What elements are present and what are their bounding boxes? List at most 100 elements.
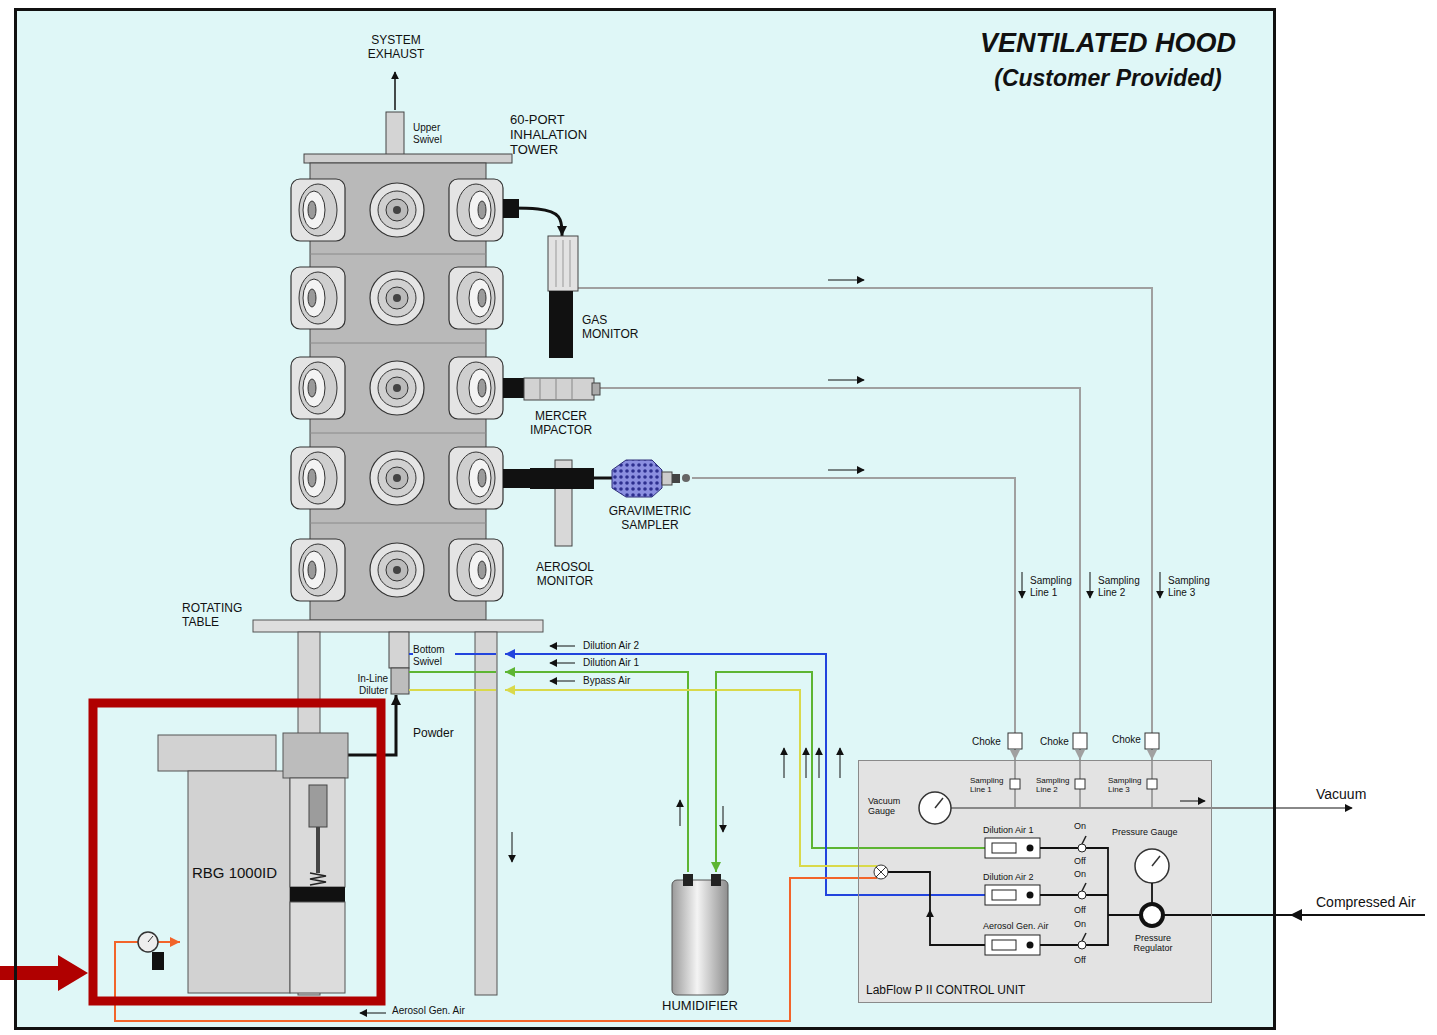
text-holder: (Customer Provided) bbox=[994, 65, 1221, 91]
label-text: Dilution Air 1 bbox=[983, 825, 1034, 835]
label-text: Bottom Swivel bbox=[413, 644, 455, 667]
sampling-valve bbox=[1147, 779, 1157, 789]
edge-label: Dilution Air 2 bbox=[583, 641, 639, 652]
humidifier-port bbox=[711, 874, 721, 886]
flow-arrow bbox=[680, 800, 681, 826]
flow-arrow bbox=[723, 806, 724, 832]
edge-label-holder: Powder bbox=[413, 727, 454, 741]
side-port bbox=[291, 447, 345, 509]
label-holder: Vacuum Gauge bbox=[868, 796, 908, 817]
gauge-needle bbox=[148, 936, 153, 942]
label-text: Aerosol Gen. Air bbox=[983, 921, 1049, 931]
dilution-air-2-pipe bbox=[858, 894, 985, 896]
label-text: Pressure Regulator bbox=[1125, 933, 1181, 954]
toggle-lever bbox=[1082, 933, 1086, 941]
bottom-swivel bbox=[389, 632, 409, 668]
inhalation-tower: 60-PORT INHALATION TOWER bbox=[290, 155, 505, 695]
center-port bbox=[370, 271, 424, 325]
vacuum-line bbox=[951, 807, 1352, 809]
label-holder: In-Line Diluter bbox=[344, 673, 388, 696]
control-unit-panel bbox=[858, 760, 1212, 1003]
flow-arrow bbox=[1090, 572, 1091, 598]
label-text: In-Line Diluter bbox=[344, 673, 388, 696]
aerosol-air-pipe bbox=[888, 872, 985, 945]
flow-arrow bbox=[828, 380, 864, 381]
gas-monitor-head bbox=[548, 236, 578, 291]
flow-arrow bbox=[1160, 572, 1161, 598]
flowmeter-window bbox=[992, 843, 1016, 853]
label-text: Sampling Line 3 bbox=[1108, 776, 1146, 794]
in-line-diluter bbox=[391, 668, 409, 694]
gas-monitor-body bbox=[549, 291, 573, 358]
label-holder: Sampling Line 2 bbox=[1036, 776, 1074, 794]
toggle-switch bbox=[1078, 844, 1086, 852]
bypass-air-pipe bbox=[409, 689, 496, 691]
label-holder: On bbox=[1074, 821, 1086, 831]
humidifier: HUMIDIFIER bbox=[672, 872, 728, 995]
rotating-table bbox=[253, 620, 543, 632]
feed-spring bbox=[310, 873, 326, 885]
label-text: Choke bbox=[972, 736, 1001, 748]
impactor-outlet bbox=[592, 383, 600, 395]
impactor-stage bbox=[556, 378, 557, 400]
supply-pipe bbox=[1040, 944, 1108, 946]
label-holder: SYSTEM EXHAUST bbox=[356, 34, 436, 62]
flowmeter-window bbox=[992, 940, 1016, 950]
side-port bbox=[291, 267, 345, 329]
label-text: On bbox=[1074, 919, 1086, 929]
label-text: On bbox=[1074, 821, 1086, 831]
text-holder: MERCER IMPACTOR bbox=[519, 410, 603, 438]
connector bbox=[600, 388, 1080, 760]
text-holder: GAS MONITOR bbox=[582, 314, 648, 342]
gauge-needle bbox=[935, 798, 943, 808]
label-holder: Compressed Air bbox=[1316, 894, 1416, 910]
label-text: Off bbox=[1074, 905, 1086, 915]
sampling-valve bbox=[1010, 779, 1020, 789]
choke bbox=[1145, 733, 1159, 749]
label-text: ROTATING TABLE bbox=[182, 602, 262, 630]
label-text: Choke bbox=[1112, 734, 1141, 746]
generator-motor bbox=[158, 735, 276, 771]
label-holder: Vacuum bbox=[1316, 786, 1366, 802]
pressure-gauge bbox=[1135, 849, 1169, 883]
label-text: Vacuum Gauge bbox=[868, 796, 908, 817]
label-holder: On bbox=[1074, 869, 1086, 879]
tower-seam bbox=[310, 343, 486, 344]
exhaust-arrow bbox=[394, 72, 396, 110]
label-holder: Bottom Swivel bbox=[413, 644, 455, 667]
toggle-lever bbox=[1082, 836, 1086, 844]
inlet-gauge bbox=[138, 932, 158, 952]
node-text: VENTILATED HOOD bbox=[980, 28, 1236, 59]
side-port bbox=[291, 179, 345, 241]
filter-fitting bbox=[662, 472, 672, 485]
flow-arrow bbox=[840, 748, 841, 778]
vacuum-gauge bbox=[919, 792, 951, 824]
text-holder: RBG 1000ID bbox=[192, 864, 277, 881]
highlight-arrow bbox=[0, 955, 88, 991]
center-port bbox=[370, 183, 424, 237]
impactor-body bbox=[524, 378, 594, 400]
dilution-air-1-pipe bbox=[858, 847, 985, 849]
connector bbox=[505, 672, 688, 872]
side-port bbox=[291, 357, 345, 419]
dilution-air-1-pipe bbox=[409, 671, 496, 673]
label-text: Sampling Line 1 bbox=[1030, 575, 1078, 598]
flowmeter bbox=[985, 885, 1040, 905]
supply-pipe bbox=[1040, 847, 1108, 849]
flow-arrow bbox=[828, 470, 864, 471]
side-port bbox=[449, 179, 503, 241]
center-port bbox=[370, 361, 424, 415]
text-holder: GRAVIMETRIC SAMPLER bbox=[598, 505, 702, 533]
label-text: Sampling Line 2 bbox=[1036, 776, 1074, 794]
gas-monitor-rib bbox=[563, 240, 564, 287]
split-valve bbox=[874, 865, 888, 879]
node-text: GAS MONITOR bbox=[582, 314, 648, 342]
label-text: Sampling Line 2 bbox=[1098, 575, 1146, 598]
label-text: Sampling Line 1 bbox=[970, 776, 1008, 794]
label-holder: Pressure Regulator bbox=[1125, 933, 1181, 954]
toggle-switch bbox=[1078, 941, 1086, 949]
flow-arrow bbox=[550, 646, 575, 647]
split-valve-mark bbox=[876, 867, 886, 877]
impactor-stage bbox=[572, 378, 573, 400]
